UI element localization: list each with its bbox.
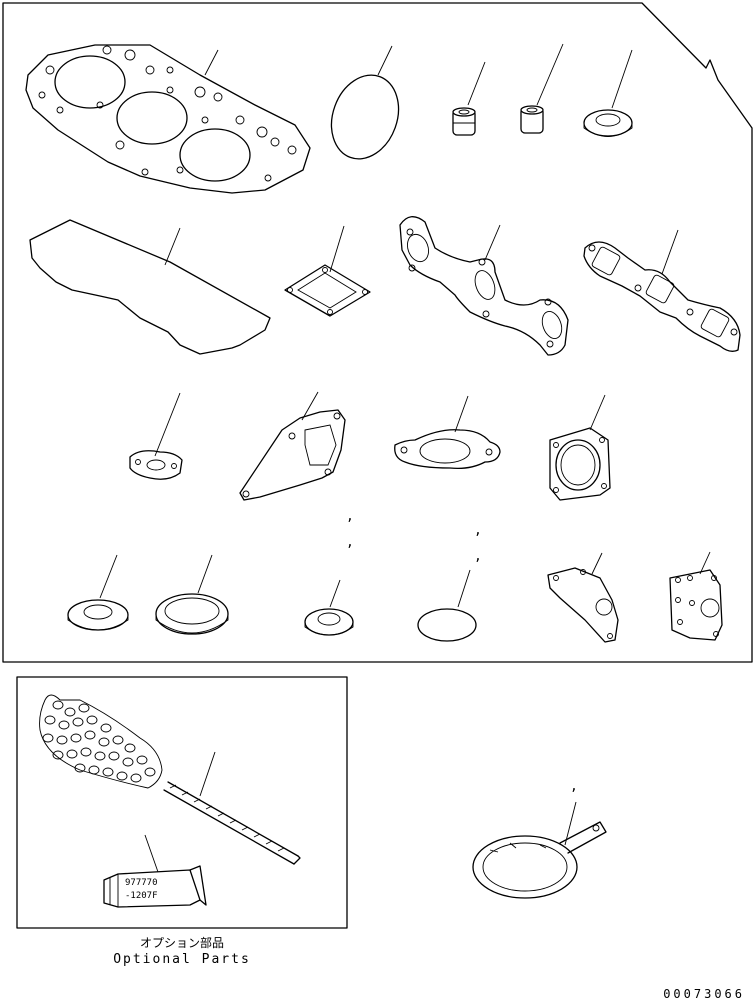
cleaning-brush [39, 694, 301, 865]
leader-line [457, 569, 471, 608]
leader-line [591, 552, 603, 575]
tick-mark: , [346, 509, 354, 524]
tick-mark: , [474, 523, 482, 538]
tick-mark: , [570, 779, 578, 794]
leader-line [377, 45, 393, 76]
leader-line [661, 229, 679, 275]
large-seal-ring [155, 593, 229, 635]
square-flange-gasket [284, 264, 371, 317]
main-kit-frame [2, 2, 753, 663]
seal-washer [583, 109, 633, 137]
leader-line [467, 61, 486, 106]
thermostat-housing-gasket [547, 567, 619, 643]
tube-label-part-suffix: -1207F [125, 891, 158, 901]
optional-parts-frame [16, 676, 348, 929]
leader-line [329, 579, 341, 608]
leader-line [536, 43, 564, 106]
leader-line [199, 751, 216, 797]
leader-line [484, 224, 501, 261]
tube-label-part-number: 977770 [125, 878, 158, 888]
cylinder-head-cover-gasket [29, 219, 271, 355]
o-ring-gasket [330, 74, 400, 160]
valve-stem-seal [452, 107, 476, 136]
optional-parts-caption-en: Optional Parts [113, 952, 251, 967]
cylinder-head-gasket [25, 44, 311, 194]
round-flange-gasket [549, 427, 611, 501]
leader-line [564, 801, 577, 846]
oval-flange-gasket [394, 429, 501, 470]
liquid-gasket-tube: 977770 -1207F [103, 865, 207, 908]
cover-plate-gasket [669, 569, 723, 641]
leader-line [301, 391, 319, 421]
leader-line [99, 554, 118, 599]
leader-line [589, 394, 606, 431]
small-washer [304, 608, 354, 636]
leader-line [611, 49, 633, 109]
filter-wrench-tool [472, 821, 607, 899]
tick-mark: , [474, 549, 482, 564]
valve-stem-seal [520, 105, 544, 134]
leader-line [454, 395, 469, 433]
water-pump-gasket [239, 409, 346, 501]
leader-line [329, 225, 345, 273]
small-flange-gasket [129, 450, 183, 480]
exhaust-manifold-gasket [399, 216, 569, 356]
intake-manifold-gasket [583, 241, 741, 352]
leader-line [204, 49, 219, 76]
leader-line [197, 554, 213, 594]
tick-mark: , [346, 535, 354, 550]
drawing-number: 00073066 [663, 987, 745, 1001]
round-gasket-disc [417, 608, 477, 642]
leader-line [699, 551, 711, 575]
leader-line [154, 392, 181, 457]
leader-line [164, 227, 181, 266]
leader-line [144, 834, 159, 873]
flat-washer [67, 599, 129, 631]
optional-parts-caption-jp: オプション部品 [140, 935, 224, 950]
